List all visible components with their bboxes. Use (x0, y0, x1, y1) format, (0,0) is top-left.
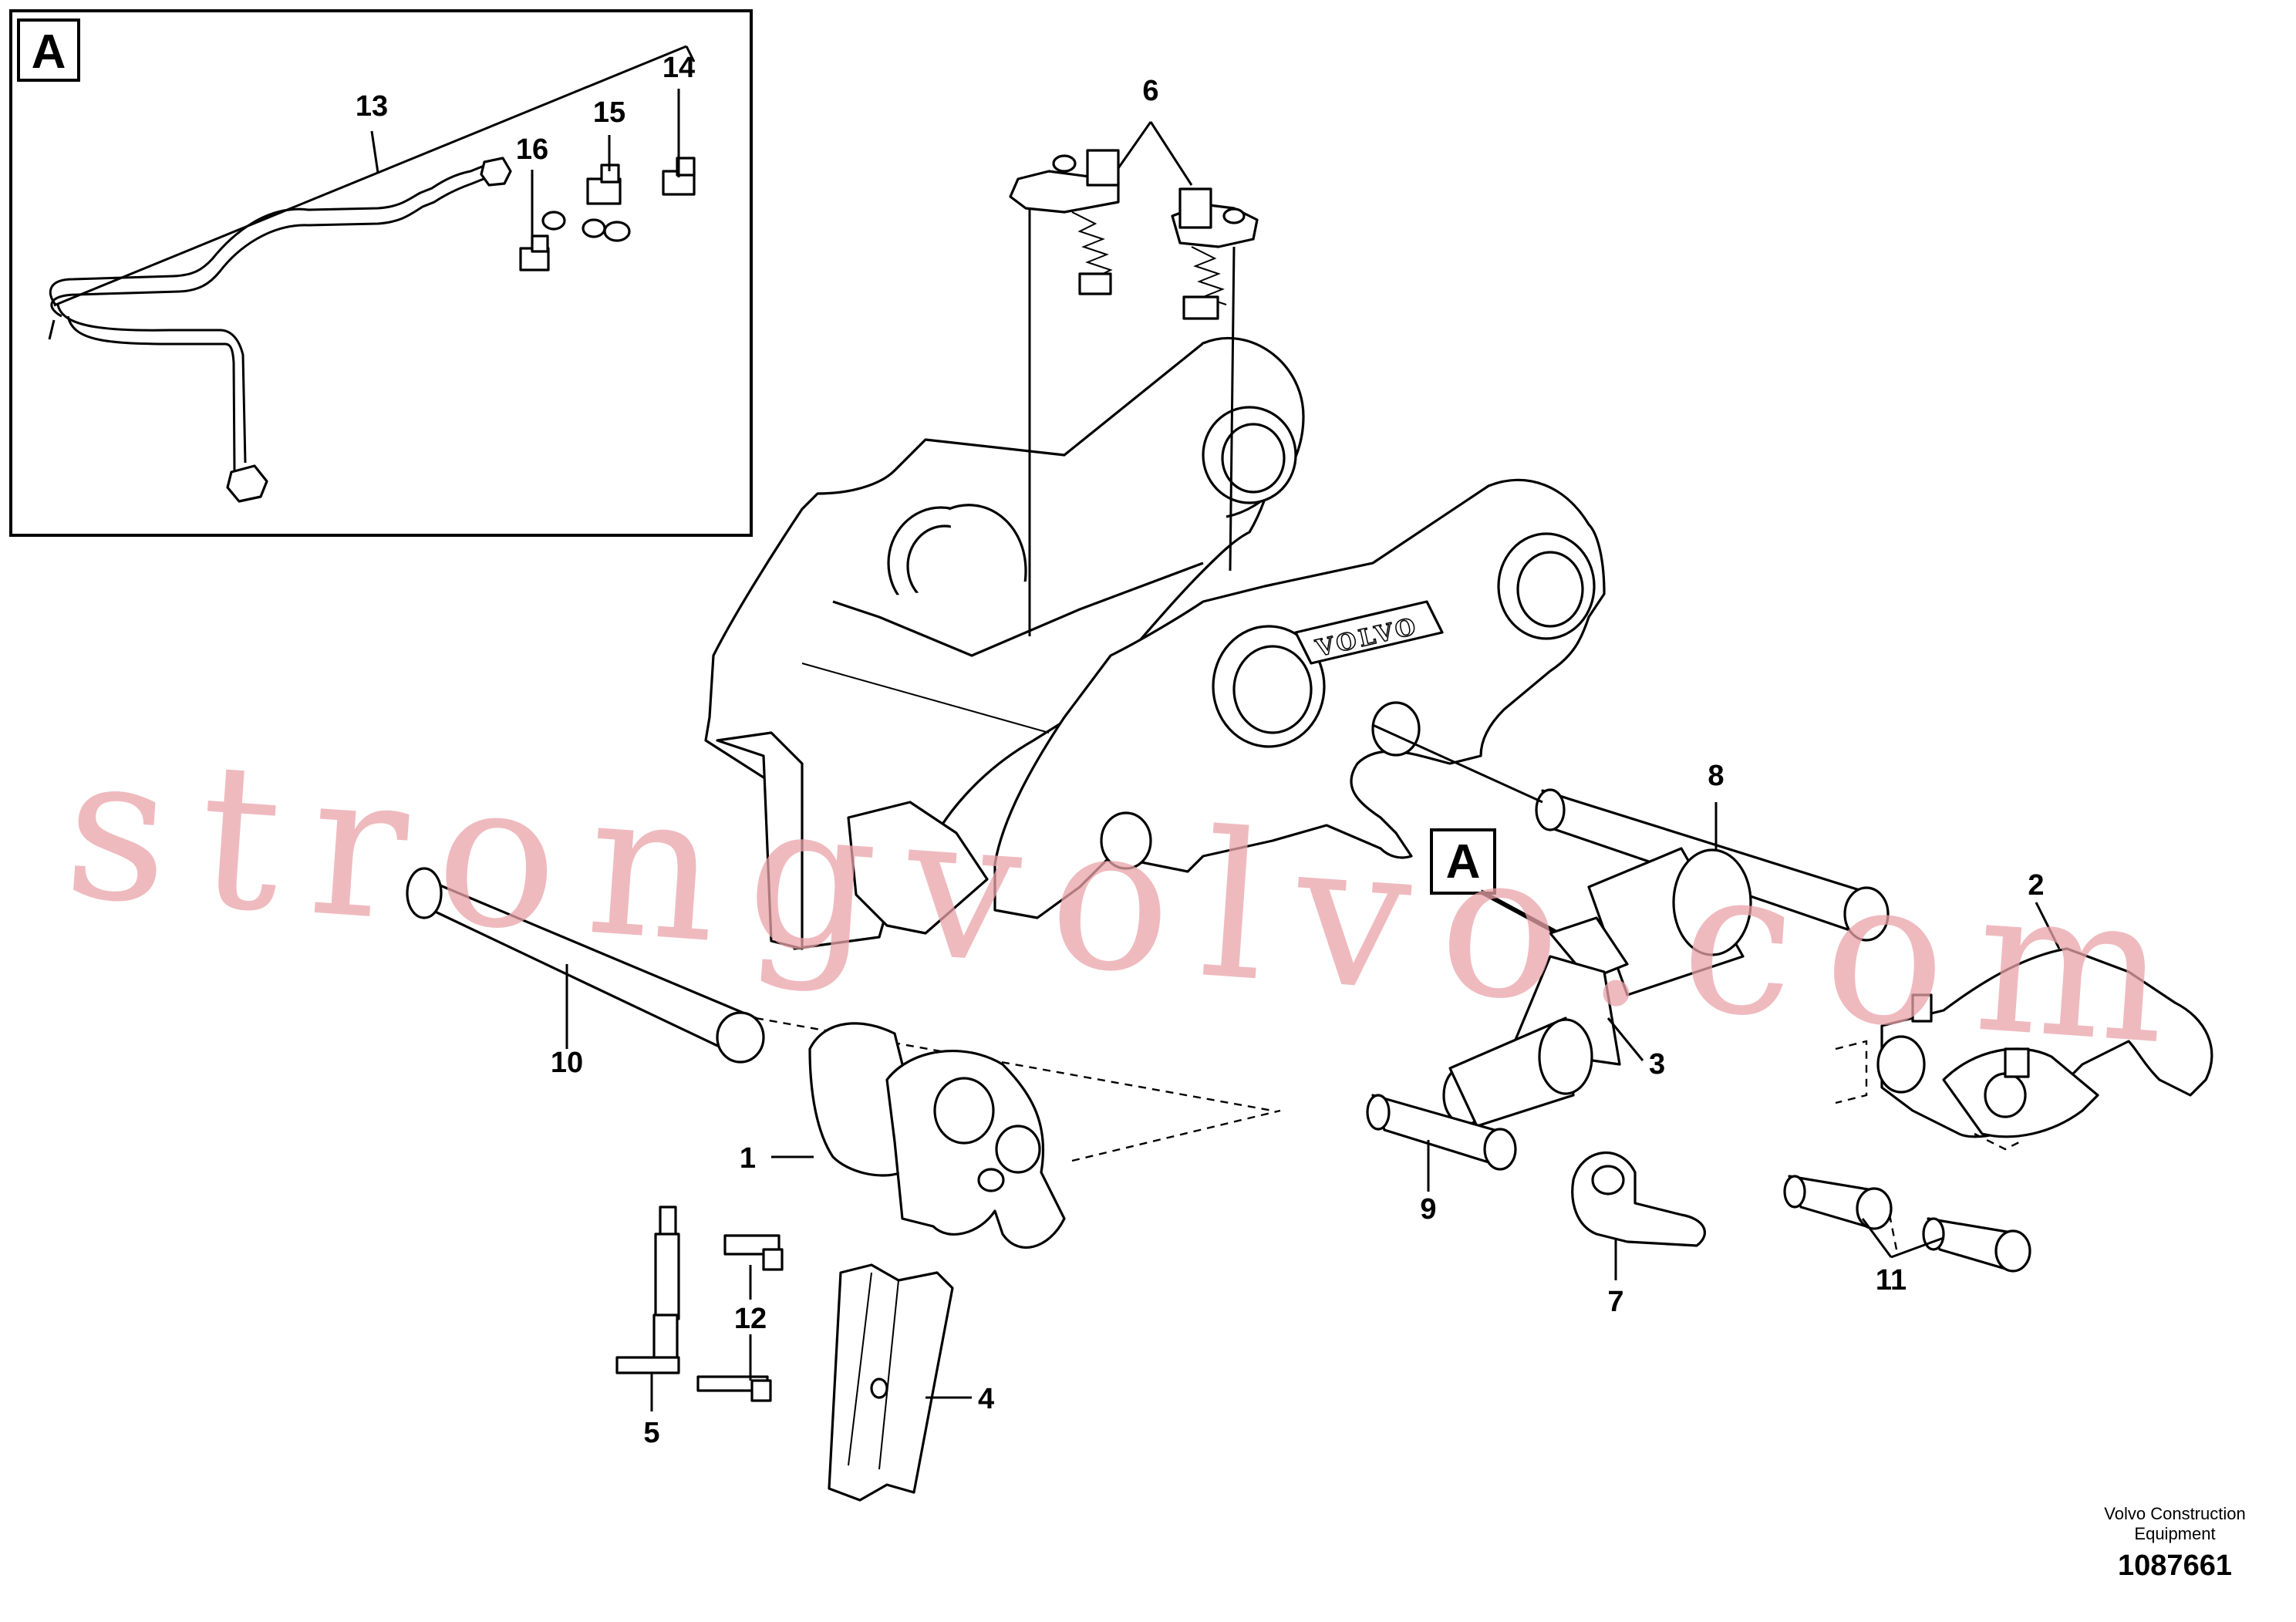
label-15: 15 (593, 96, 625, 129)
label-13: 13 (356, 90, 388, 123)
inset-detail-a: A (9, 9, 753, 537)
hydraulic-line-13 (49, 157, 512, 503)
label-6: 6 (1142, 75, 1158, 107)
label-4: 4 (978, 1383, 994, 1415)
coupler-frame: VOLVO (704, 336, 1606, 950)
label-3: 3 (1649, 1048, 1665, 1081)
latch-assembly-2: 2 (1835, 869, 2213, 1151)
hook-7: 7 (1571, 1151, 1706, 1318)
label-14: 14 (663, 52, 695, 84)
document-number: 1087661 (2118, 1549, 2232, 1582)
hook-assembly-1: 1 (740, 1022, 1281, 1249)
label-5: 5 (643, 1417, 659, 1449)
gas-spring-5: 5 (615, 1206, 680, 1449)
fitting-15 (582, 135, 631, 242)
company-name-line2: Equipment (2134, 1524, 2215, 1543)
footer: Volvo Construction Equipment 1087661 (2104, 1504, 2245, 1582)
wear-plate-4: 4 (828, 1263, 994, 1502)
cylinder-3: A 3 (1430, 828, 1752, 1128)
label-11: 11 (1876, 1264, 1907, 1297)
company-name: Volvo Construction (2104, 1504, 2245, 1523)
callout-label: A (1446, 835, 1481, 889)
label-2: 2 (2028, 869, 2044, 902)
bolts-12: 12 (696, 1234, 784, 1402)
fitting-16 (519, 170, 566, 271)
inset-label: A (32, 25, 66, 79)
label-16: 16 (516, 133, 548, 166)
fitting-14 (662, 89, 696, 196)
label-12: 12 (734, 1303, 767, 1335)
label-9: 9 (1420, 1193, 1436, 1226)
pin-9: 9 (1366, 1094, 1517, 1226)
label-7: 7 (1607, 1286, 1623, 1318)
locking-assembly-6: 6 (1009, 75, 1259, 636)
label-8: 8 (1708, 760, 1724, 792)
label-10: 10 (551, 1047, 583, 1079)
label-1: 1 (740, 1142, 756, 1175)
pins-11: 11 (1783, 1175, 2031, 1297)
